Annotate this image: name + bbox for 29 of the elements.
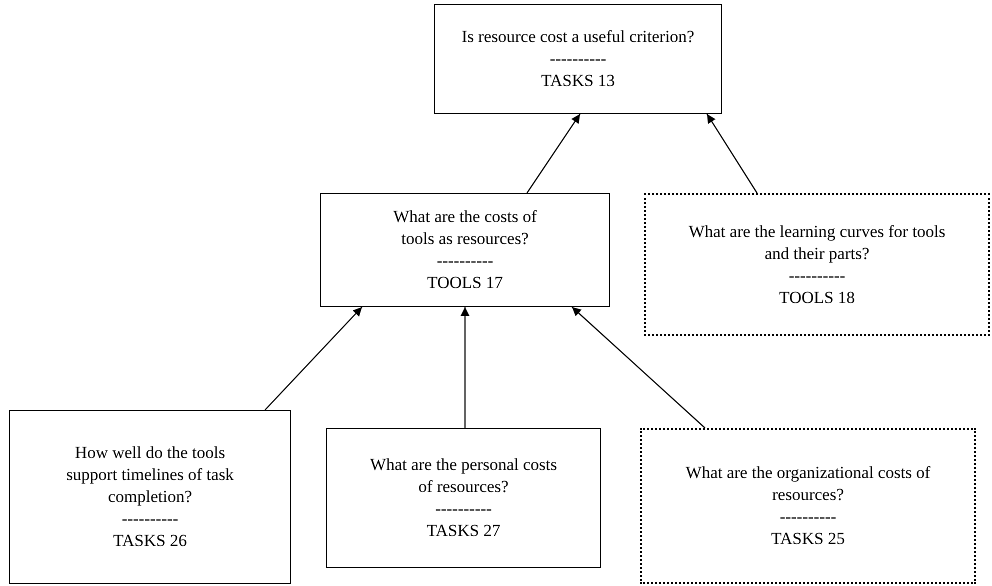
- question-text: What are the costs of tools as resources?: [392, 206, 538, 250]
- separator-dashes: ----------: [436, 250, 494, 272]
- separator-dashes: ----------: [550, 48, 606, 70]
- arrow: [526, 114, 580, 194]
- reference-label: TASKS 26: [113, 530, 187, 552]
- question-text: What are the learning curves for tools and their parts?: [688, 220, 946, 264]
- arrow: [460, 307, 470, 428]
- separator-dashes: ----------: [122, 508, 178, 530]
- arrow: [706, 114, 758, 194]
- question-text: Is resource cost a useful criterion?: [462, 26, 694, 48]
- question-text: What are the personal costs of resources?: [369, 454, 558, 498]
- question-text: How well do the tools support timelines of task completion?: [65, 442, 235, 508]
- reference-label: TASKS 13: [541, 70, 615, 92]
- reference-label: TASKS 25: [771, 528, 845, 550]
- question-box: [644, 193, 990, 336]
- reference-label: TOOLS 18: [779, 286, 855, 308]
- arrow: [264, 306, 362, 410]
- question-text: What are the organizational costs of resources?: [684, 462, 932, 506]
- separator-dashes: ----------: [788, 264, 846, 286]
- reference-label: TOOLS 17: [427, 272, 503, 294]
- question-box: [434, 4, 722, 114]
- question-box: [9, 410, 291, 584]
- arrow: [572, 306, 706, 428]
- question-box: [640, 428, 976, 584]
- separator-dashes: ----------: [435, 498, 492, 520]
- question-box: [326, 428, 601, 568]
- separator-dashes: ----------: [780, 506, 836, 528]
- reference-label: TASKS 27: [426, 520, 500, 542]
- question-box: [320, 193, 610, 307]
